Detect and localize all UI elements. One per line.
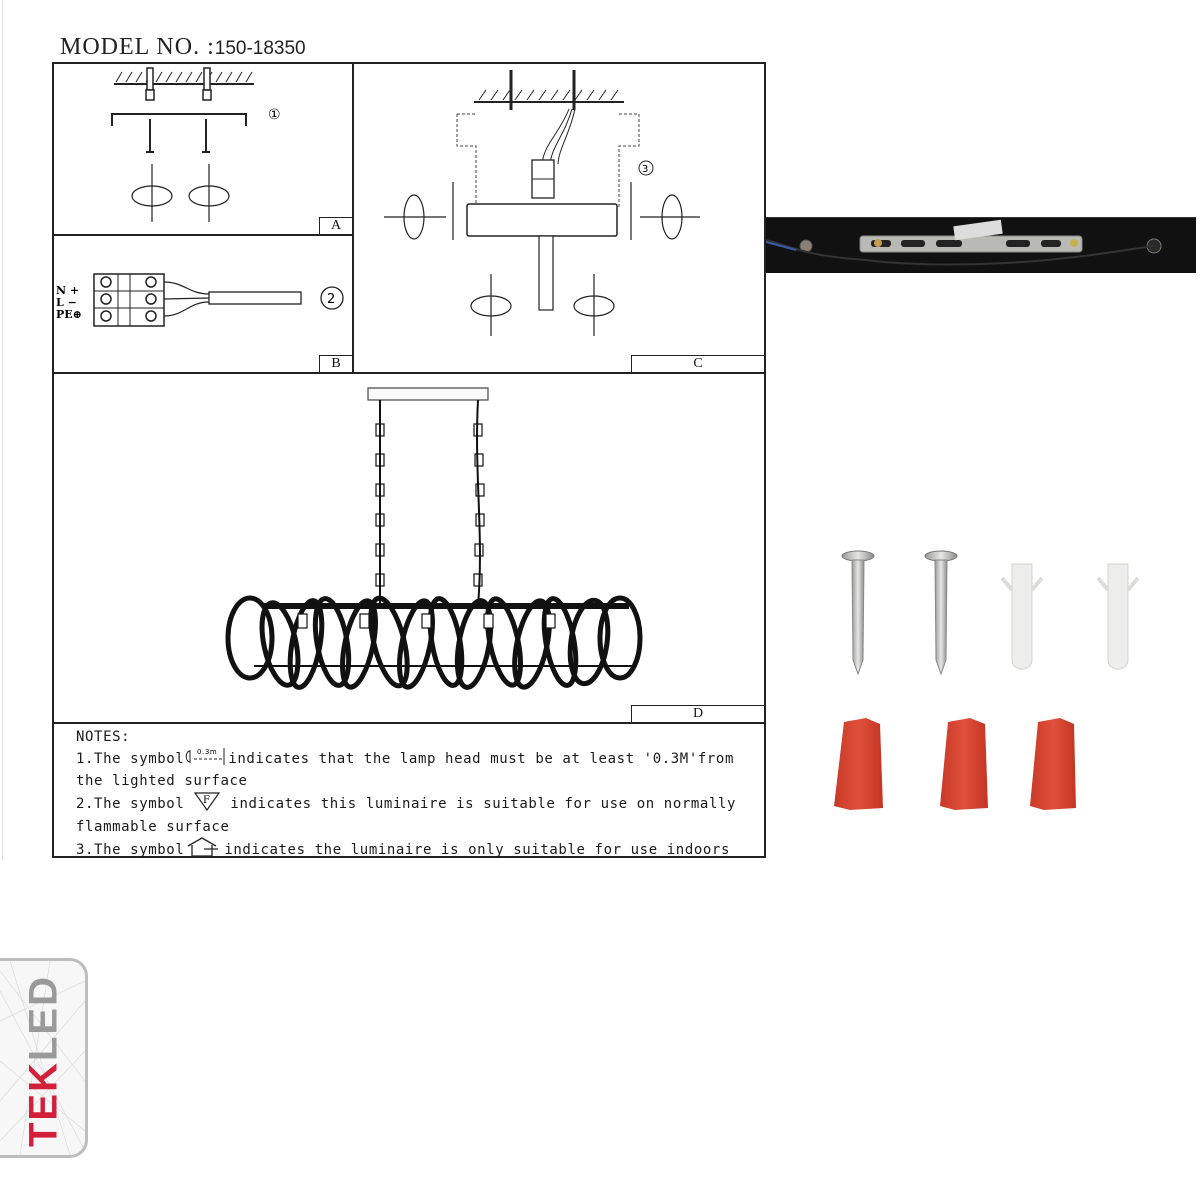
- svg-text:0.3m: 0.3m: [197, 748, 217, 756]
- suspension-chain-icon: [375, 399, 485, 607]
- wall-plug-icon: [145, 67, 212, 101]
- canopy-bar-photo: [765, 217, 1196, 273]
- screw-icon: [146, 119, 210, 153]
- flammable-surface-symbol-icon: F: [193, 791, 221, 817]
- logo-brand-tek: TEK: [21, 1061, 66, 1147]
- page-edge-line: [2, 0, 3, 860]
- canopy-assembly-diagram: 3: [384, 70, 700, 336]
- wire-connector-icon: [834, 718, 1076, 810]
- tekled-logo: TEKLED: [0, 958, 88, 1158]
- screw-icon: [509, 70, 576, 110]
- panel-b-tag: B: [319, 355, 352, 372]
- panel-a-tag: A: [319, 217, 352, 234]
- distance-symbol-icon: 0.3m: [184, 747, 228, 771]
- indoor-use-house-icon: [184, 837, 224, 863]
- panel-c-tag: C: [631, 355, 764, 372]
- instruction-sheet: ① A N + L − PE⊕ 2 B: [52, 62, 766, 858]
- model-label: MODEL NO. :: [60, 34, 215, 60]
- panel-d-tag: D: [631, 705, 764, 722]
- rotation-arrow-icon: [131, 164, 230, 222]
- chandelier-illustration: [225, 387, 643, 690]
- panel-d-fixture-view: D: [54, 374, 764, 724]
- svg-text:2: 2: [327, 292, 335, 307]
- svg-text:F: F: [203, 795, 211, 806]
- notes-title: NOTES:: [76, 729, 131, 745]
- wall-plug-icon: [1000, 563, 1140, 670]
- svg-text:PE⊕: PE⊕: [56, 308, 82, 321]
- rotation-arrow-icon: [384, 182, 700, 336]
- panel-c-canopy-assembly: 3 C: [354, 64, 764, 374]
- screw-icon: [841, 550, 958, 676]
- logo-brand-led: LED: [21, 975, 66, 1061]
- panel-b-wiring: N + L − PE⊕ 2 B: [54, 236, 354, 374]
- logo-background-pattern-icon: [0, 961, 85, 1155]
- svg-text:①: ①: [268, 107, 281, 123]
- hardware-kit-photo: [820, 540, 1160, 820]
- svg-text:N +: N +: [56, 284, 79, 297]
- svg-text:L −: L −: [56, 296, 77, 309]
- spiral-frame-icon: [225, 595, 643, 690]
- svg-text:3: 3: [642, 164, 648, 175]
- panel-a-bracket-mounting: ① A: [54, 64, 354, 236]
- bracket-mounting-diagram: ①: [111, 67, 281, 222]
- lamp-socket-icon: [297, 613, 556, 629]
- note-2: 2.The symbol F indicates this luminaire …: [76, 791, 736, 817]
- model-number: 150-18350: [214, 38, 306, 59]
- model-number-heading: MODEL NO. :150-18350: [60, 34, 306, 61]
- terminal-block-diagram: N + L − PE⊕ 2: [56, 273, 344, 327]
